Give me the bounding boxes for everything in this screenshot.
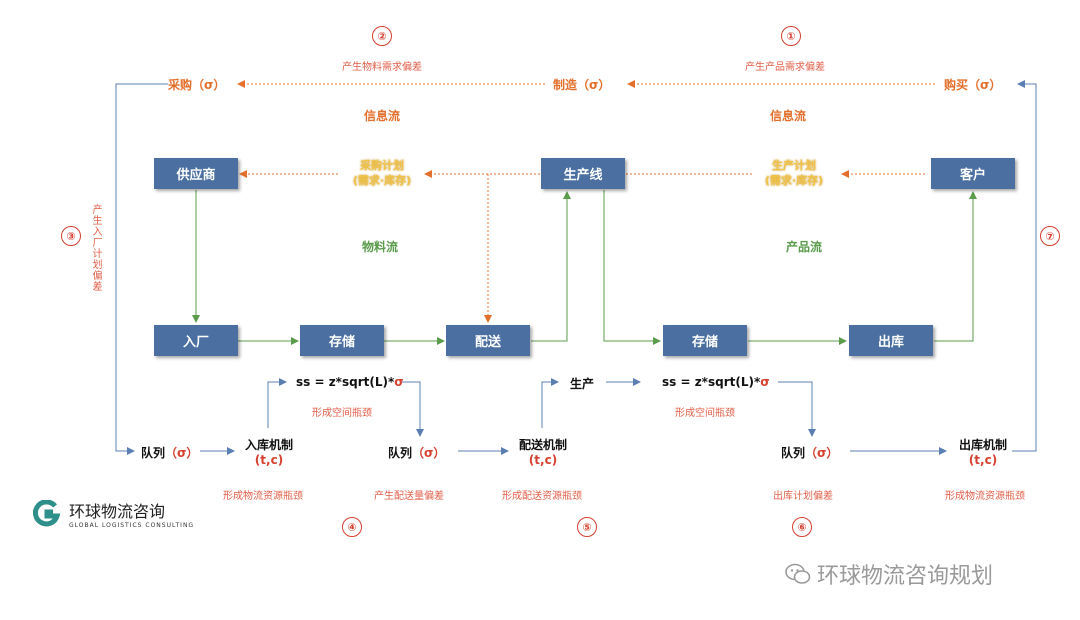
- purchase-plan-title: 采购计划: [360, 159, 404, 172]
- step-number-2: ②: [372, 26, 392, 46]
- material-flow-label: 物料流: [362, 240, 399, 254]
- logistics-bottleneck-1: 形成物流资源瓶颈: [223, 491, 303, 502]
- step-number-6: ⑥: [792, 517, 812, 537]
- logistics-bottleneck-2: 形成物流资源瓶颈: [945, 491, 1025, 502]
- distribution-bottleneck: 形成配送资源瓶颈: [502, 491, 582, 502]
- distribution-box: 配送: [446, 325, 530, 356]
- step-number-5: ⑤: [577, 517, 597, 537]
- buy-node: 购买（σ）: [944, 78, 1002, 92]
- customer-box: 客户: [931, 158, 1015, 189]
- distribution-mechanism-tc: (t,c): [528, 453, 558, 467]
- inbound-mechanism: 入库机制 (t,c): [242, 436, 296, 467]
- queue-3: 队列（σ）: [781, 446, 839, 460]
- logo-english-name: GLOBAL LOGISTICS CONSULTING: [69, 522, 195, 529]
- wechat-icon: [785, 563, 811, 584]
- inbound-mechanism-title: 入库机制: [244, 438, 293, 452]
- material-demand-deviation: 产生物料需求偏差: [342, 62, 422, 73]
- distribution-mechanism-title: 配送机制: [518, 438, 567, 452]
- outbound-box: 出库: [849, 325, 933, 356]
- storage-box-2: 存储: [663, 325, 747, 356]
- production-label: 生产: [570, 377, 595, 391]
- step-number-1: ①: [781, 26, 801, 46]
- product-flow-label: 产品流: [786, 240, 823, 254]
- production-line-box: 生产线: [541, 158, 625, 189]
- distribution-mechanism: 配送机制 (t,c): [516, 436, 570, 467]
- queue-2: 队列（σ）: [388, 446, 446, 460]
- step-number-7: ⑦: [1040, 226, 1060, 246]
- outbound-mechanism-title: 出库机制: [958, 438, 1007, 452]
- inbound-mechanism-tc: (t,c): [254, 453, 284, 467]
- manufacture-node: 制造（σ）: [553, 78, 611, 92]
- storage-box-1: 存储: [300, 325, 384, 356]
- queue-1: 队列（σ）: [141, 446, 199, 460]
- company-logo: 环球物流咨询 GLOBAL LOGISTICS CONSULTING: [33, 498, 194, 529]
- supplier-box: 供应商: [154, 158, 238, 189]
- safety-stock-formula-1: ss = z*sqrt(L)*σ: [296, 375, 404, 389]
- watermark: 环球物流咨询规划: [785, 558, 993, 590]
- logo-mark-icon: [33, 499, 61, 526]
- product-demand-deviation: 产生产品需求偏差: [745, 62, 825, 73]
- space-bottleneck-1: 形成空间瓶颈: [312, 408, 372, 419]
- logo-chinese-name: 环球物流咨询: [69, 502, 166, 521]
- production-plan-sub: (需求·库存): [764, 174, 824, 187]
- info-flow-label-right: 信息流: [770, 109, 807, 123]
- safety-stock-formula-2: ss = z*sqrt(L)*σ: [662, 375, 770, 389]
- production-plan: 生产计划 (需求·库存): [752, 158, 836, 188]
- outbound-mechanism-tc: (t,c): [968, 453, 998, 467]
- info-flow-label-left: 信息流: [364, 109, 401, 123]
- inbound-plan-deviation: 产生入厂计划偏差: [90, 204, 101, 292]
- production-plan-title: 生产计划: [772, 159, 816, 172]
- outbound-mechanism: 出库机制 (t,c): [956, 436, 1010, 467]
- distribution-volume-deviation: 产生配送量偏差: [374, 491, 444, 502]
- step-number-3: ③: [61, 226, 81, 246]
- space-bottleneck-2: 形成空间瓶颈: [675, 408, 735, 419]
- inbound-box: 入厂: [154, 325, 238, 356]
- watermark-text: 环球物流咨询规划: [817, 564, 994, 589]
- step-number-4: ④: [342, 517, 362, 537]
- purchase-node: 采购（σ）: [168, 78, 226, 92]
- outbound-plan-deviation: 出库计划偏差: [773, 491, 833, 502]
- purchase-plan-sub: (需求·库存): [352, 174, 412, 187]
- purchase-plan: 采购计划 (需求·库存): [340, 158, 424, 188]
